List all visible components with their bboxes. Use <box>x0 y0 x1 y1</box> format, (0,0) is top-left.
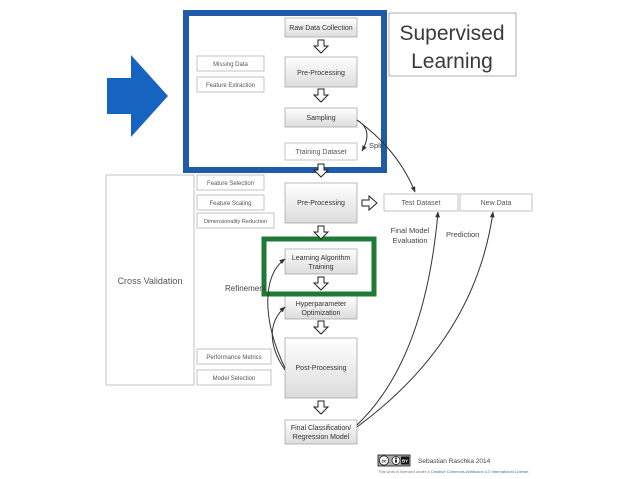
side-note-performance-metrics: Performance Metrics <box>196 348 272 365</box>
side-note-feature-scaling: Feature Scaling <box>196 194 265 211</box>
preprocessing-label-2: Pre-Processing <box>297 200 345 207</box>
performance-metrics-label: Performance Metrics <box>206 355 261 361</box>
down-arrow-icon <box>312 320 330 335</box>
side-note-missing-data: Missing Data <box>196 55 265 72</box>
down-arrow-icon <box>312 400 330 415</box>
feature-extraction-label: Feature Extraction <box>206 83 255 89</box>
preprocessing-label-1: Pre-Processing <box>297 70 345 77</box>
down-arrow-icon <box>312 225 330 240</box>
test-dataset-label: Test Dataset <box>402 200 441 207</box>
prediction-label: Prediction <box>446 230 479 239</box>
hyperparameter-label-2: Optimization <box>302 310 341 317</box>
blue-highlight-frame <box>183 10 387 173</box>
final-model-box: Final Classification/ Regression Model <box>284 419 358 445</box>
split-label: Split <box>369 141 385 150</box>
final-model-evaluation-label-1: Final Model <box>391 226 430 235</box>
training-dataset-label: Training Dataset <box>295 149 346 156</box>
learning-algorithm-label-1: Learning Algorithm <box>292 255 351 262</box>
arrow-right-icon <box>107 55 168 137</box>
feature-selection-label: Feature Selection <box>207 181 254 187</box>
author-credit: Sebastian Raschka 2014 <box>418 458 491 465</box>
final-model-label-2: Regression Model <box>293 434 350 441</box>
svg-text:cc: cc <box>381 459 387 464</box>
cross-validation-box: Cross Validation <box>105 174 195 386</box>
feature-scaling-label: Feature Scaling <box>209 201 251 207</box>
right-arrow-icon <box>361 194 378 212</box>
side-note-dimensionality-reduction: Dimensionality Reduction <box>196 212 275 229</box>
connectors <box>267 119 495 428</box>
raw-data-collection-box: Raw Data Collection <box>284 17 358 38</box>
final-model-evaluation-label-2: Evaluation <box>392 236 427 245</box>
hyperparameter-label-1: Hyperparameter <box>296 301 347 308</box>
missing-data-label: Missing Data <box>213 62 248 68</box>
license-badge-text: BY <box>402 459 408 464</box>
sampling-box: Sampling <box>284 107 358 128</box>
dimensionality-reduction-label: Dimensionality Reduction <box>204 219 267 225</box>
flow-arrows <box>312 39 378 415</box>
new-data-box: New Data <box>459 193 533 212</box>
license-text: This work is licensed under a Creative C… <box>378 469 530 474</box>
license-link[interactable]: Creative Commons Attribution 4.0 Interna… <box>431 469 530 474</box>
side-note-feature-extraction: Feature Extraction <box>196 76 265 93</box>
side-note-feature-selection: Feature Selection <box>196 174 265 191</box>
training-dataset-box: Training Dataset <box>284 142 358 161</box>
title-line-1: Supervised <box>399 22 504 45</box>
down-arrow-icon <box>312 88 330 103</box>
down-arrow-icon <box>312 276 330 291</box>
learning-algorithm-box: Learning Algorithm Training <box>284 248 358 275</box>
down-arrow-icon <box>312 39 330 54</box>
refinement-label: Refinement <box>225 284 267 293</box>
down-arrow-icon <box>312 163 330 178</box>
model-selection-label: Model Selection <box>213 376 256 382</box>
sampling-label: Sampling <box>306 115 335 122</box>
new-data-label: New Data <box>481 200 512 207</box>
hyperparameter-optimization-box: Hyperparameter Optimization <box>284 295 358 320</box>
preprocessing-box-1: Pre-Processing <box>284 56 358 88</box>
test-dataset-box: Test Dataset <box>383 193 459 212</box>
final-model-label-1: Final Classification/ <box>291 425 351 432</box>
raw-data-collection-label: Raw Data Collection <box>289 25 353 32</box>
learning-algorithm-label-2: Training <box>308 264 333 271</box>
cross-validation-label: Cross Validation <box>118 276 183 286</box>
title-box: Supervised Learning <box>388 12 517 77</box>
preprocessing-box-2: Pre-Processing <box>284 182 358 224</box>
post-processing-box: Post-Processing <box>284 337 358 399</box>
green-highlight-frame <box>261 236 377 297</box>
side-note-model-selection: Model Selection <box>196 369 272 386</box>
post-processing-label: Post-Processing <box>296 365 347 372</box>
title-line-2: Learning <box>411 50 493 73</box>
creative-commons-icon: cc BY <box>377 454 411 467</box>
